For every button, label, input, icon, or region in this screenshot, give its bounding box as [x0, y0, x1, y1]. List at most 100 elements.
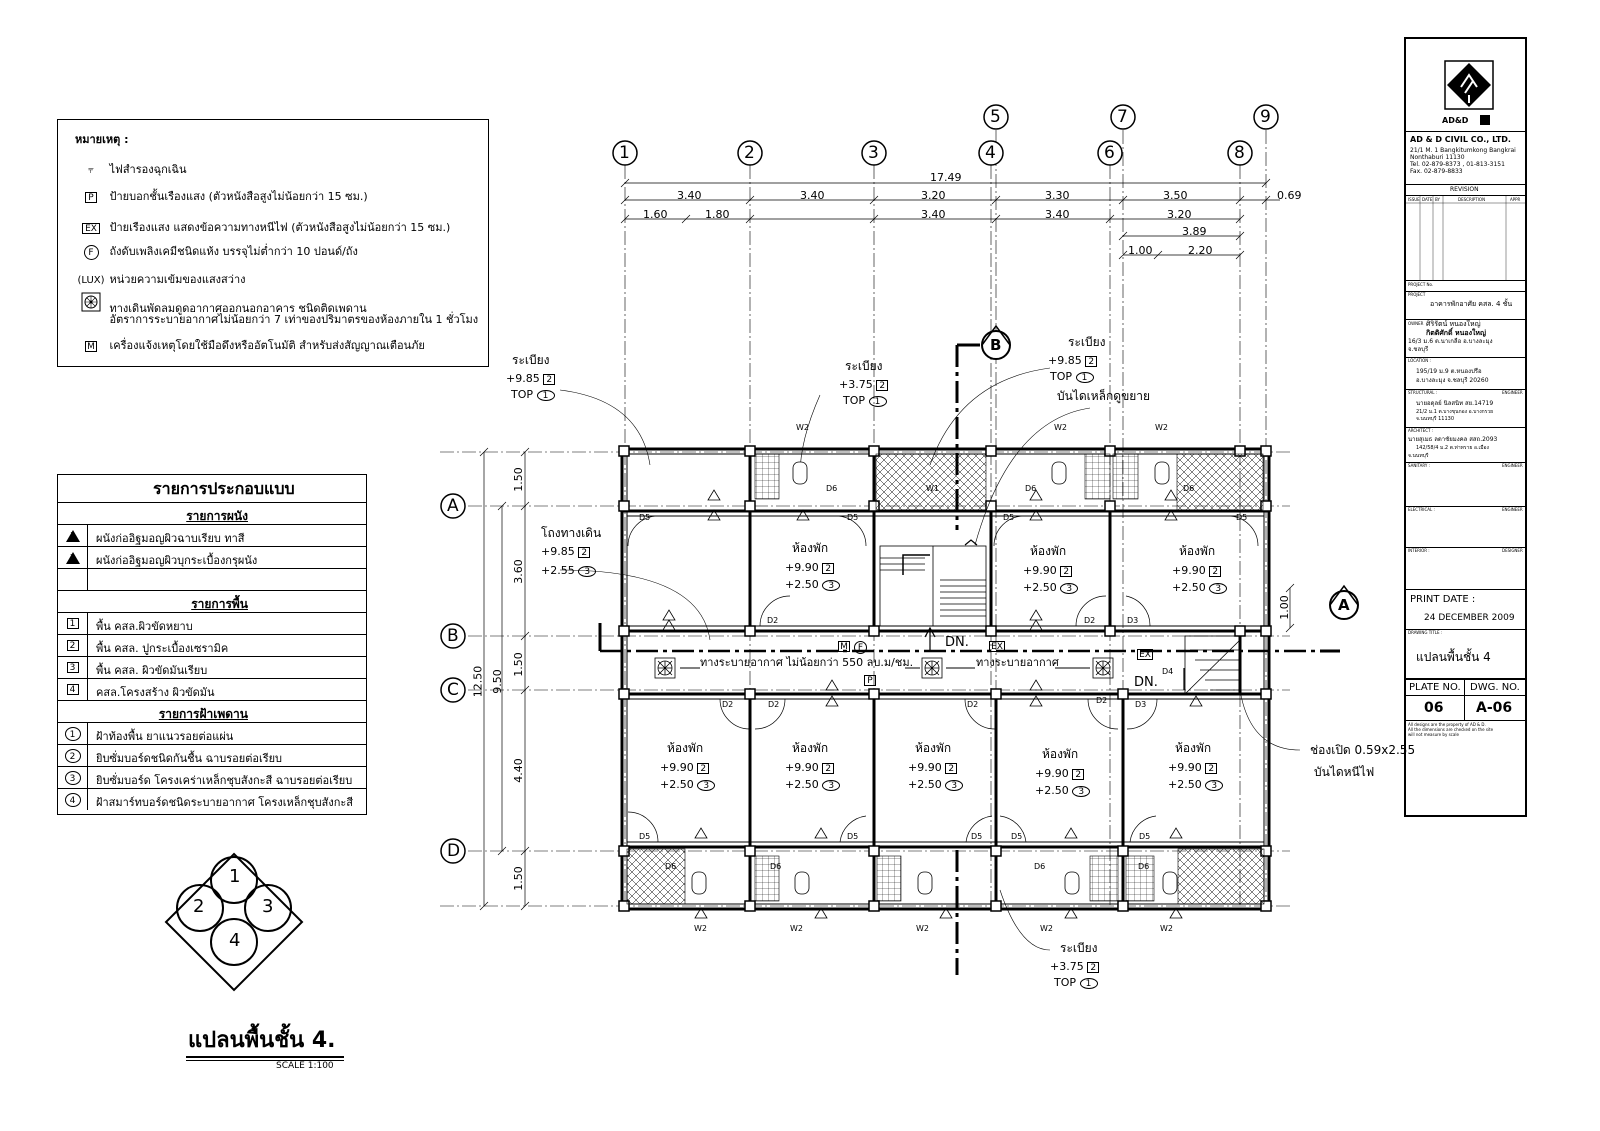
ceiling-text: ฝ้าท้องพื้น ยาแนวรอยต่อแผ่น	[96, 730, 234, 743]
room-ceiling: +2.50 3	[1035, 785, 1091, 797]
room-name: ห้องพัก	[792, 741, 829, 755]
ceiling-key: 2	[58, 745, 88, 766]
exit-sign-symbol: EX	[989, 641, 1005, 652]
floor-key: 2	[578, 547, 591, 558]
room-ceiling-value: +2.50	[660, 778, 694, 791]
floor-sign-symbol: P	[864, 675, 876, 686]
room-name: ห้องพัก	[1042, 747, 1079, 761]
wall-type-markers	[662, 489, 1203, 919]
floor-key: 2	[822, 763, 835, 774]
leader-lines	[559, 367, 1301, 951]
balcony-level-value: +3.75	[839, 378, 873, 391]
ceiling-key: 3	[578, 566, 597, 577]
architect-line: จ.นนทบุรี	[1408, 453, 1429, 459]
room-level: +9.90 2	[1172, 565, 1222, 577]
top-label: TOP	[1054, 976, 1077, 989]
direction-arrows	[964, 539, 1185, 690]
dim-right: 1.00	[1277, 595, 1291, 620]
manual-alarm-symbol: M	[85, 341, 97, 352]
window-tag: W2	[1054, 423, 1067, 432]
company-name: AD & D CIVIL CO., LTD.	[1410, 135, 1511, 144]
room-name: ห้องพัก	[915, 741, 952, 755]
plate-no: 06	[1424, 700, 1444, 716]
drawing-scale: SCALE 1:100	[276, 1061, 334, 1071]
location-line: อ.บางละมุง จ.ชลบุรี 20260	[1416, 377, 1489, 384]
note-item-fire-extinguisher: F ถังดับเพลิงเคมีชนิดแห้ง บรรจุไม่ต่ำกว่…	[76, 242, 358, 260]
room-ceiling-value: +2.50	[908, 778, 942, 791]
dim-overall: 17.49	[930, 171, 962, 184]
dim-14: 2.20	[1188, 244, 1213, 257]
wall-text: ผนังก่ออิฐมอญผิวบุกระเบื้องกรุผนัง	[96, 554, 258, 567]
stair-ext-label: บันไดเหล็กดูขยาย	[1057, 389, 1151, 403]
manual-alarm-icon: M	[76, 341, 106, 352]
title-block-drawing-title: แปลนพื้นชั้น 4	[1416, 650, 1491, 664]
owner-line: ศิริรัตน์ หนองใหญ่	[1426, 320, 1481, 328]
floor-sign-icon: P	[864, 674, 876, 686]
rev-col: ISSUE	[1408, 197, 1420, 202]
dim-9: 3.40	[921, 208, 946, 221]
dim-10: 3.40	[1045, 208, 1070, 221]
notes-panel: หมายเหตุ : ⫧ ไฟสำรองฉุกเฉิน P ป้ายบอกชั้…	[57, 119, 489, 367]
walls-header-label: รายการผนัง	[186, 509, 248, 523]
room-level-value: +9.90	[1023, 564, 1057, 577]
ceiling-key: 3	[822, 580, 841, 591]
grid-bubbles	[440, 104, 1279, 864]
key-number-2: 2	[193, 896, 205, 917]
corridor-label: โถงทางเดิน	[541, 526, 602, 540]
ceiling-key: 3	[1072, 786, 1091, 797]
note-text: ป้ายบอกชั้นเรืองแสง (ตัวหนังสือสูงไม่น้อ…	[109, 190, 368, 203]
location-label: LOCATION :	[1408, 358, 1431, 363]
grid-lines-horizontal	[440, 451, 1290, 907]
section-label-b: B	[990, 336, 1002, 354]
corridor-ceiling: +2.55 3	[541, 565, 597, 577]
structural-line: นายอดุลย์ นิลสนิท สย.14719	[1416, 400, 1494, 407]
divider	[1406, 291, 1525, 292]
note-item-floor-sign: P ป้ายบอกชั้นเรืองแสง (ตัวหนังสือสูงไม่น…	[76, 187, 368, 205]
floor-key: 2	[1085, 356, 1098, 367]
dim-7: 1.60	[643, 208, 668, 221]
wall-row-empty	[58, 568, 366, 590]
section-label-a: A	[1338, 596, 1350, 614]
fire-extinguisher-symbol: F	[854, 641, 867, 654]
ceiling-key: 1	[1079, 978, 1098, 989]
floor-sign-icon: P	[76, 192, 106, 203]
fire-stair-label: บันไดหนีไฟ	[1314, 765, 1375, 779]
walls-header: รายการผนัง	[58, 502, 366, 524]
grid-label-c: C	[447, 680, 459, 700]
door-tag: D5	[847, 832, 859, 841]
balcony-level: +9.85 2	[1048, 355, 1098, 367]
room-ceiling: +2.50 3	[785, 579, 841, 591]
note-text: อัตราการระบายอากาศไม่น้อยกว่า 7 เท่าของป…	[109, 313, 479, 326]
room-level: +9.90 2	[908, 761, 958, 774]
drawing-title-underline	[186, 1056, 344, 1058]
room-level: +9.90 2	[1035, 768, 1085, 780]
drawing-title-label: DRAWING TITLE :	[1408, 630, 1443, 635]
wall-row: 1 ผนังก่ออิฐมอญผิวฉาบเรียบ ทาสี	[58, 524, 366, 546]
section-marker-b	[981, 324, 1011, 360]
balcony-label: ระเบียง	[845, 359, 883, 373]
logo-square	[1480, 115, 1490, 125]
top-label: TOP	[511, 388, 534, 401]
grid-label-a: A	[447, 496, 459, 516]
door-tag: D5	[971, 832, 983, 841]
floor-key-number: 3	[66, 662, 79, 673]
company-address: 21/1 M. 1 Bangkitumkong Bangkrai	[1410, 147, 1516, 154]
wall-key-number: 2	[70, 553, 76, 562]
note-item-exit-sign: EX ป้ายเรืองแสง แสดงข้อความทางหนีไฟ (ตัว…	[76, 218, 450, 236]
dim-left-5: 1.50	[511, 866, 525, 891]
note-text: หน่วยความเข้มของแสงสว่าง	[109, 273, 246, 286]
door-tag: D5	[639, 832, 651, 841]
divider	[1406, 506, 1525, 507]
window-tag: W2	[916, 924, 929, 933]
door-swings	[627, 515, 1259, 843]
company-address: Tel. 02-879-8373 , 01-813-3151	[1410, 161, 1505, 168]
dim-3: 3.20	[921, 189, 946, 202]
footer-note: All designs are the property of AD & D.	[1408, 722, 1486, 727]
company-logo	[1444, 60, 1494, 110]
manual-alarm-icon: M	[838, 640, 850, 652]
balcony-label: ระเบียง	[1068, 335, 1106, 349]
divider	[1406, 389, 1525, 390]
dim-6: 0.69	[1277, 189, 1302, 202]
divider	[1406, 427, 1525, 428]
room-level-value: +9.90	[908, 761, 942, 774]
